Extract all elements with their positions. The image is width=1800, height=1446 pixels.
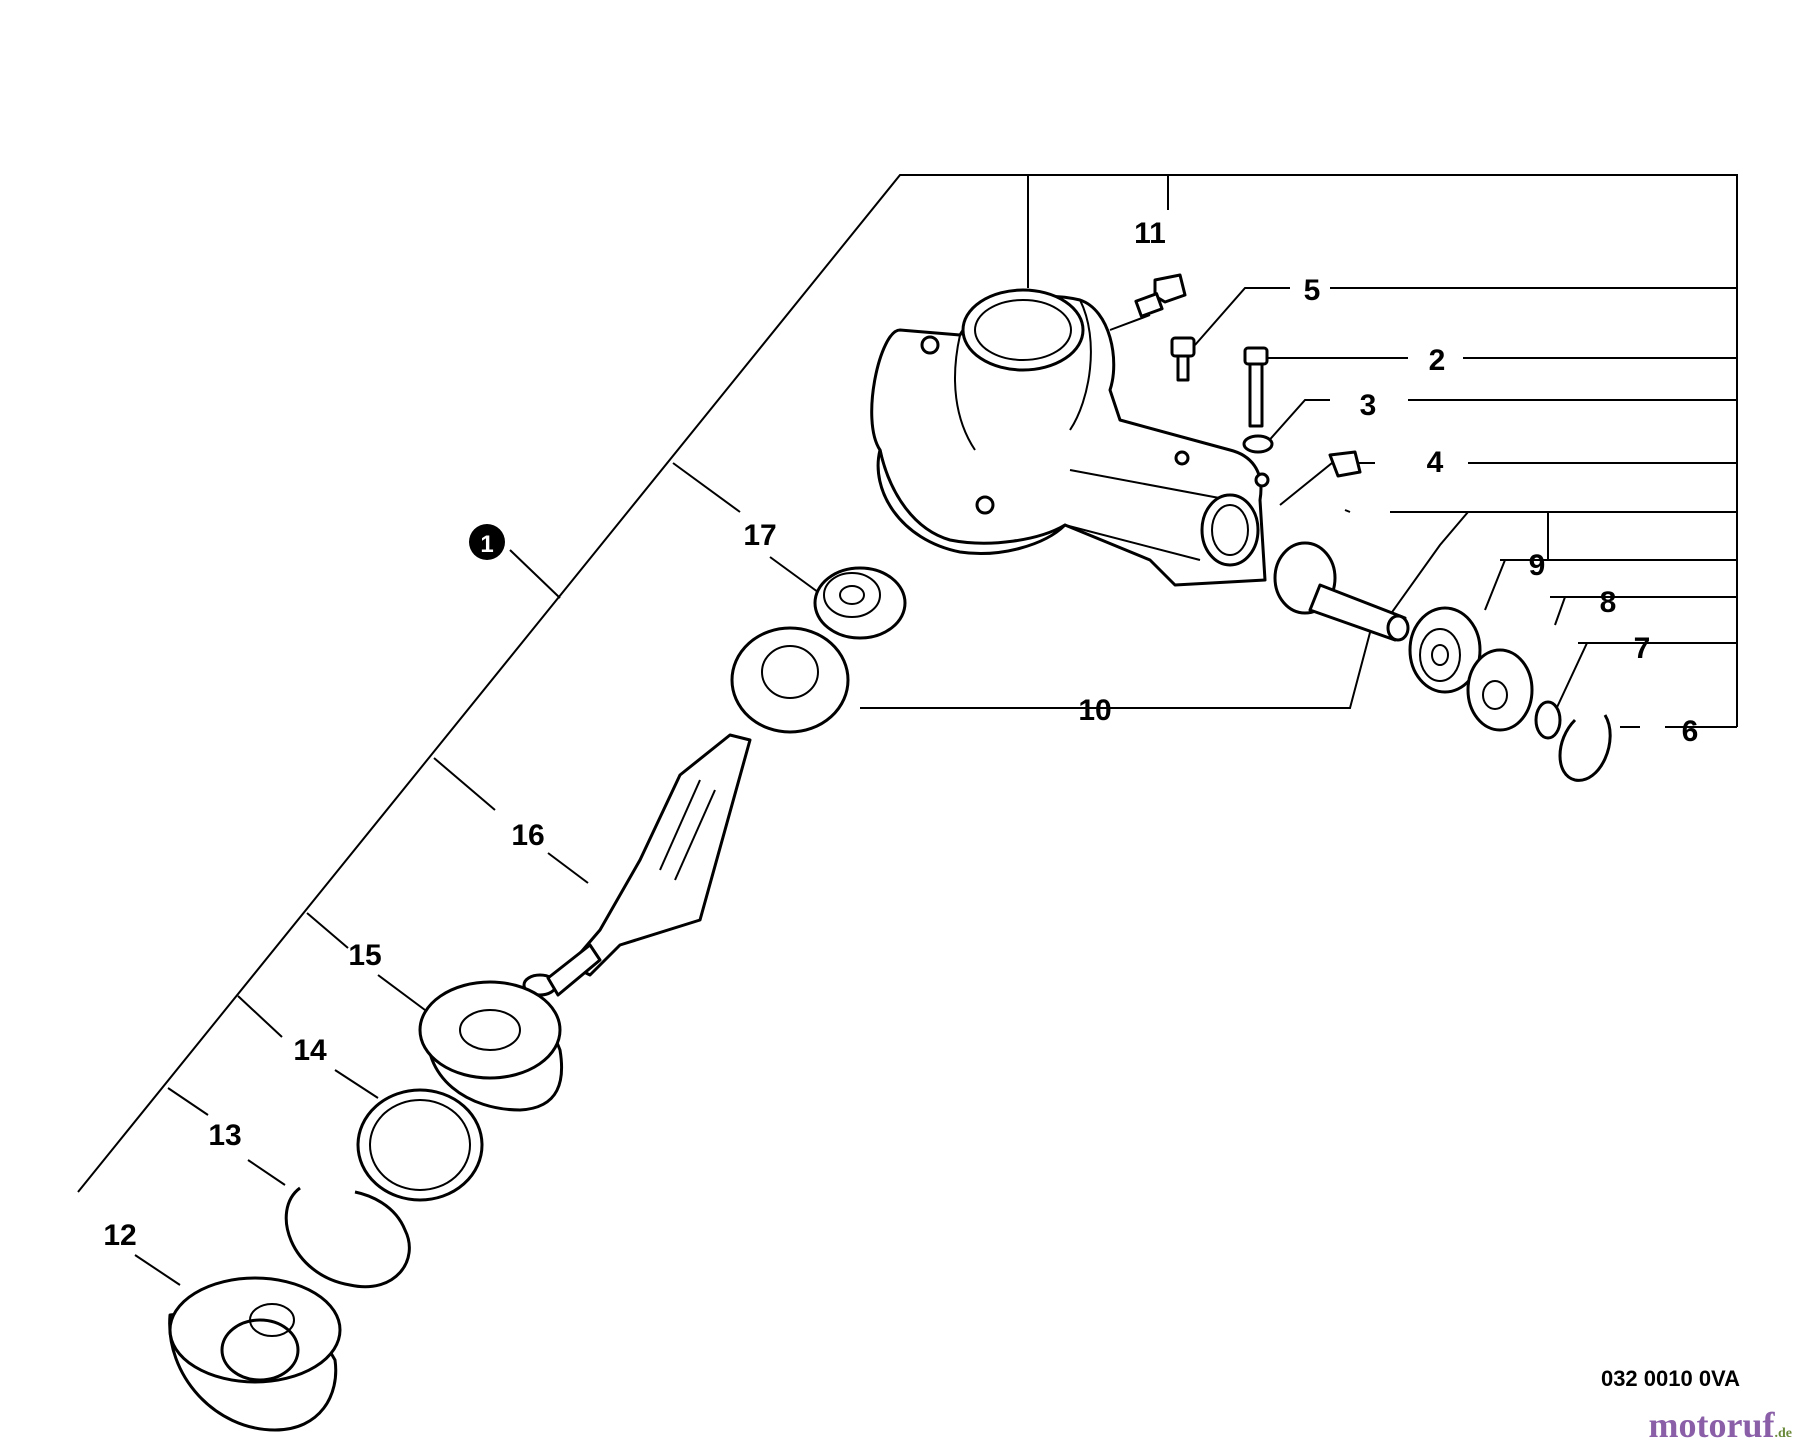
- assembly-callout-number: 1: [480, 531, 493, 558]
- label-17: 17: [743, 519, 776, 552]
- label-12: 12: [103, 1219, 136, 1252]
- watermark-suffix: .de: [1774, 1426, 1793, 1441]
- bolt-2: [1243, 346, 1269, 428]
- bearing-17: [813, 566, 907, 640]
- label-2: 2: [1429, 344, 1446, 377]
- assembly-callout-circle: [469, 524, 505, 560]
- label-5: 5: [1304, 274, 1321, 307]
- bearing-15: [418, 980, 564, 1112]
- label-15: 15: [348, 939, 381, 972]
- bearing-9: [1408, 606, 1482, 694]
- label-6: 6: [1682, 715, 1699, 748]
- label-14: 14: [293, 1034, 327, 1067]
- label-11: 11: [1134, 217, 1166, 250]
- bolt-11: [1134, 273, 1187, 318]
- drawing-number: 032 0010 0VA: [1600, 1366, 1740, 1391]
- spindle-16: [522, 733, 752, 997]
- circlip-6: [1558, 714, 1612, 782]
- label-13: 13: [208, 1119, 241, 1152]
- watermark: motoruf.de: [1649, 1404, 1792, 1446]
- label-16: 16: [511, 819, 544, 852]
- label-3: 3: [1360, 389, 1377, 422]
- lock-plate-14: [356, 1088, 484, 1202]
- label-10: 10: [1078, 694, 1111, 727]
- circlip-13: [284, 1186, 411, 1289]
- label-4: 4: [1427, 446, 1444, 479]
- clip-4: [1328, 450, 1362, 478]
- gear-housing: [870, 288, 1270, 587]
- label-7: 7: [1634, 632, 1651, 665]
- ring-7: [1534, 700, 1562, 740]
- watermark-main: motoruf: [1648, 1405, 1775, 1445]
- washer-3: [1242, 434, 1274, 454]
- bracket-lines: [77, 174, 1738, 1286]
- flange-12: [168, 1276, 342, 1432]
- screw-5: [1170, 336, 1196, 382]
- label-9: 9: [1529, 549, 1546, 582]
- seal-8: [1466, 648, 1534, 732]
- bevel-gear: [730, 626, 850, 734]
- pinion-shaft-10: [1273, 541, 1410, 642]
- label-8: 8: [1600, 586, 1617, 619]
